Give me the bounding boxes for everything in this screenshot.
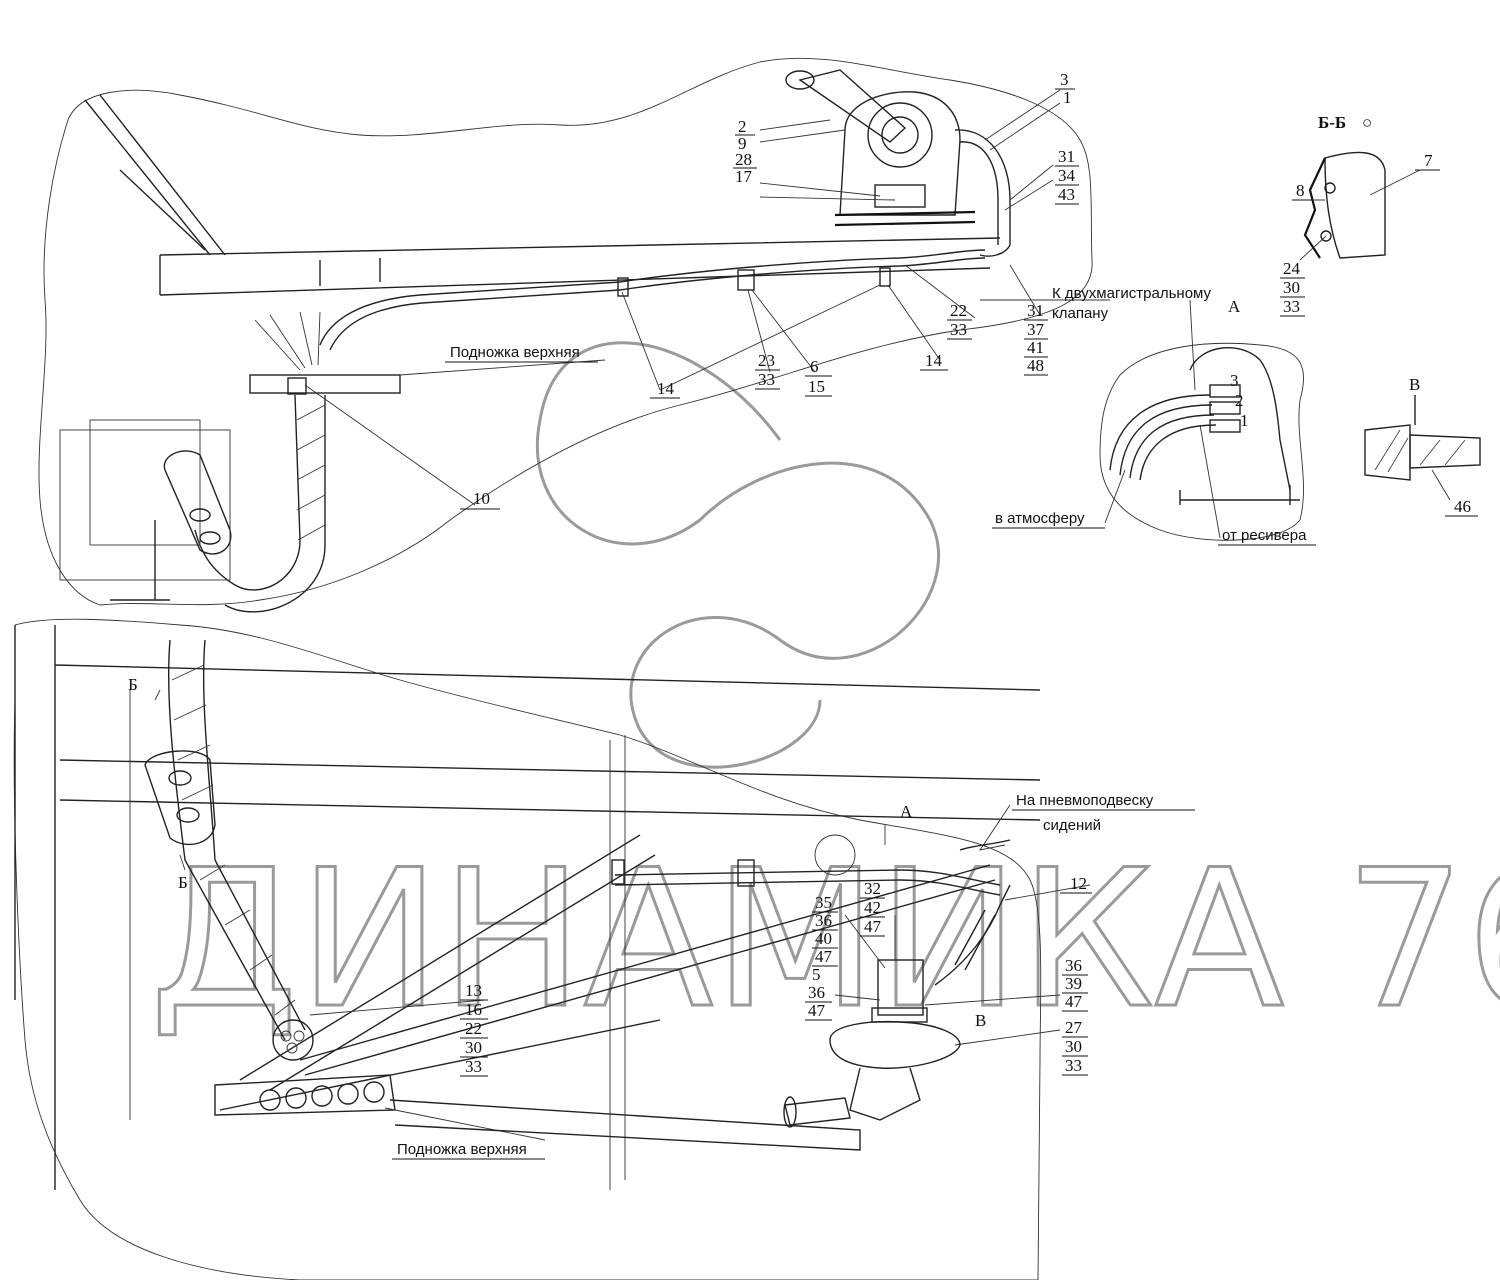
view-a-2: 2 [1235, 391, 1244, 410]
view-v-title: B [1409, 375, 1420, 394]
callout-12: 12 [1070, 874, 1087, 893]
section-labels: Б-Б ○ A B A Б Б B [128, 113, 1420, 1030]
callout-33a: 33 [950, 320, 967, 339]
callout-47b: 47 [815, 947, 833, 966]
note-pnevmo-line1: На пневмоподвеску [1016, 792, 1154, 809]
callout-23: 23 [758, 351, 775, 370]
callout-7: 7 [1424, 151, 1433, 170]
callout-34: 34 [1058, 166, 1076, 185]
callout-31a: 31 [1058, 147, 1075, 166]
callout-22a: 22 [950, 301, 967, 320]
callout-9: 9 [738, 134, 747, 153]
callout-27: 27 [1065, 1018, 1083, 1037]
view-a-1: 1 [1240, 411, 1249, 430]
callout-47d: 47 [1065, 992, 1083, 1011]
callout-15: 15 [808, 377, 825, 396]
view-a-title: A [1228, 297, 1241, 316]
callout-32: 32 [864, 879, 881, 898]
watermark-text: ДИНАМИКА 76 [150, 829, 1500, 1050]
view-a-arrow-label: A [900, 802, 913, 821]
view-a [1099, 342, 1304, 541]
callout-3: 3 [1060, 70, 1069, 89]
section-b-top: Б [128, 675, 138, 694]
callout-31b: 31 [1027, 301, 1044, 320]
callout-33d: 33 [1065, 1056, 1082, 1075]
callout-46: 46 [1454, 497, 1471, 516]
callout-36c: 36 [1065, 956, 1082, 975]
callout-39: 39 [1065, 974, 1082, 993]
callout-42: 42 [864, 898, 881, 917]
callout-33e: 33 [465, 1057, 482, 1076]
note-atmosfera: в атмосферу [995, 510, 1085, 527]
callout-43: 43 [1058, 185, 1075, 204]
callout-16: 16 [465, 1000, 482, 1019]
note-podnozhka-bottom: Подножка верхняя [397, 1141, 527, 1158]
callout-17: 17 [735, 167, 753, 186]
watermark: ДИНАМИКА 76 [149, 341, 1500, 1052]
view-v-arrow-label: B [975, 1011, 986, 1030]
note-resiver: от ресивера [1222, 527, 1307, 544]
callout-35: 35 [815, 893, 832, 912]
callout-6: 6 [810, 357, 819, 376]
callout-30a: 30 [1283, 278, 1300, 297]
notes: Подножка верхняя Подножка верхняя К двух… [392, 285, 1316, 1160]
callout-47c: 47 [808, 1001, 826, 1020]
callout-36a: 36 [815, 911, 832, 930]
section-bb-mark: ○ [1362, 113, 1372, 132]
callout-28: 28 [735, 150, 752, 169]
callout-48: 48 [1027, 356, 1044, 375]
section-bb-title: Б-Б [1318, 113, 1346, 132]
callout-14a: 14 [657, 379, 675, 398]
view-a-3: 3 [1230, 371, 1239, 390]
callout-22b: 22 [465, 1019, 482, 1038]
section-b-bottom: Б [178, 873, 188, 892]
callout-30b: 30 [1065, 1037, 1082, 1056]
callout-47a: 47 [864, 917, 882, 936]
callout-41: 41 [1027, 338, 1044, 357]
note-dvuh-line1: К двухмагистральному [1052, 285, 1212, 302]
callout-10: 10 [473, 489, 490, 508]
note-podnozhka-top: Подножка верхняя [450, 344, 580, 361]
callout-33c: 33 [1283, 297, 1300, 316]
callout-36b: 36 [808, 983, 825, 1002]
callout-13: 13 [465, 981, 482, 1000]
callout-2: 2 [738, 117, 747, 136]
note-dvuh-line2: клапану [1052, 305, 1109, 322]
callout-33b: 33 [758, 370, 775, 389]
callout-8: 8 [1296, 181, 1305, 200]
section-bb [1303, 151, 1386, 259]
callout-5: 5 [812, 965, 821, 984]
callout-14b: 14 [925, 351, 943, 370]
callout-40: 40 [815, 929, 832, 948]
callout-37: 37 [1027, 320, 1045, 339]
callouts: 3 1 2 9 28 17 31 34 43 22 33 31 37 41 48… [460, 70, 1478, 1077]
upper-view [38, 57, 1093, 613]
callout-30c: 30 [465, 1038, 482, 1057]
note-pnevmo-line2: сидений [1043, 817, 1101, 834]
callout-1: 1 [1063, 88, 1072, 107]
callout-24: 24 [1283, 259, 1301, 278]
view-v [1364, 395, 1481, 481]
